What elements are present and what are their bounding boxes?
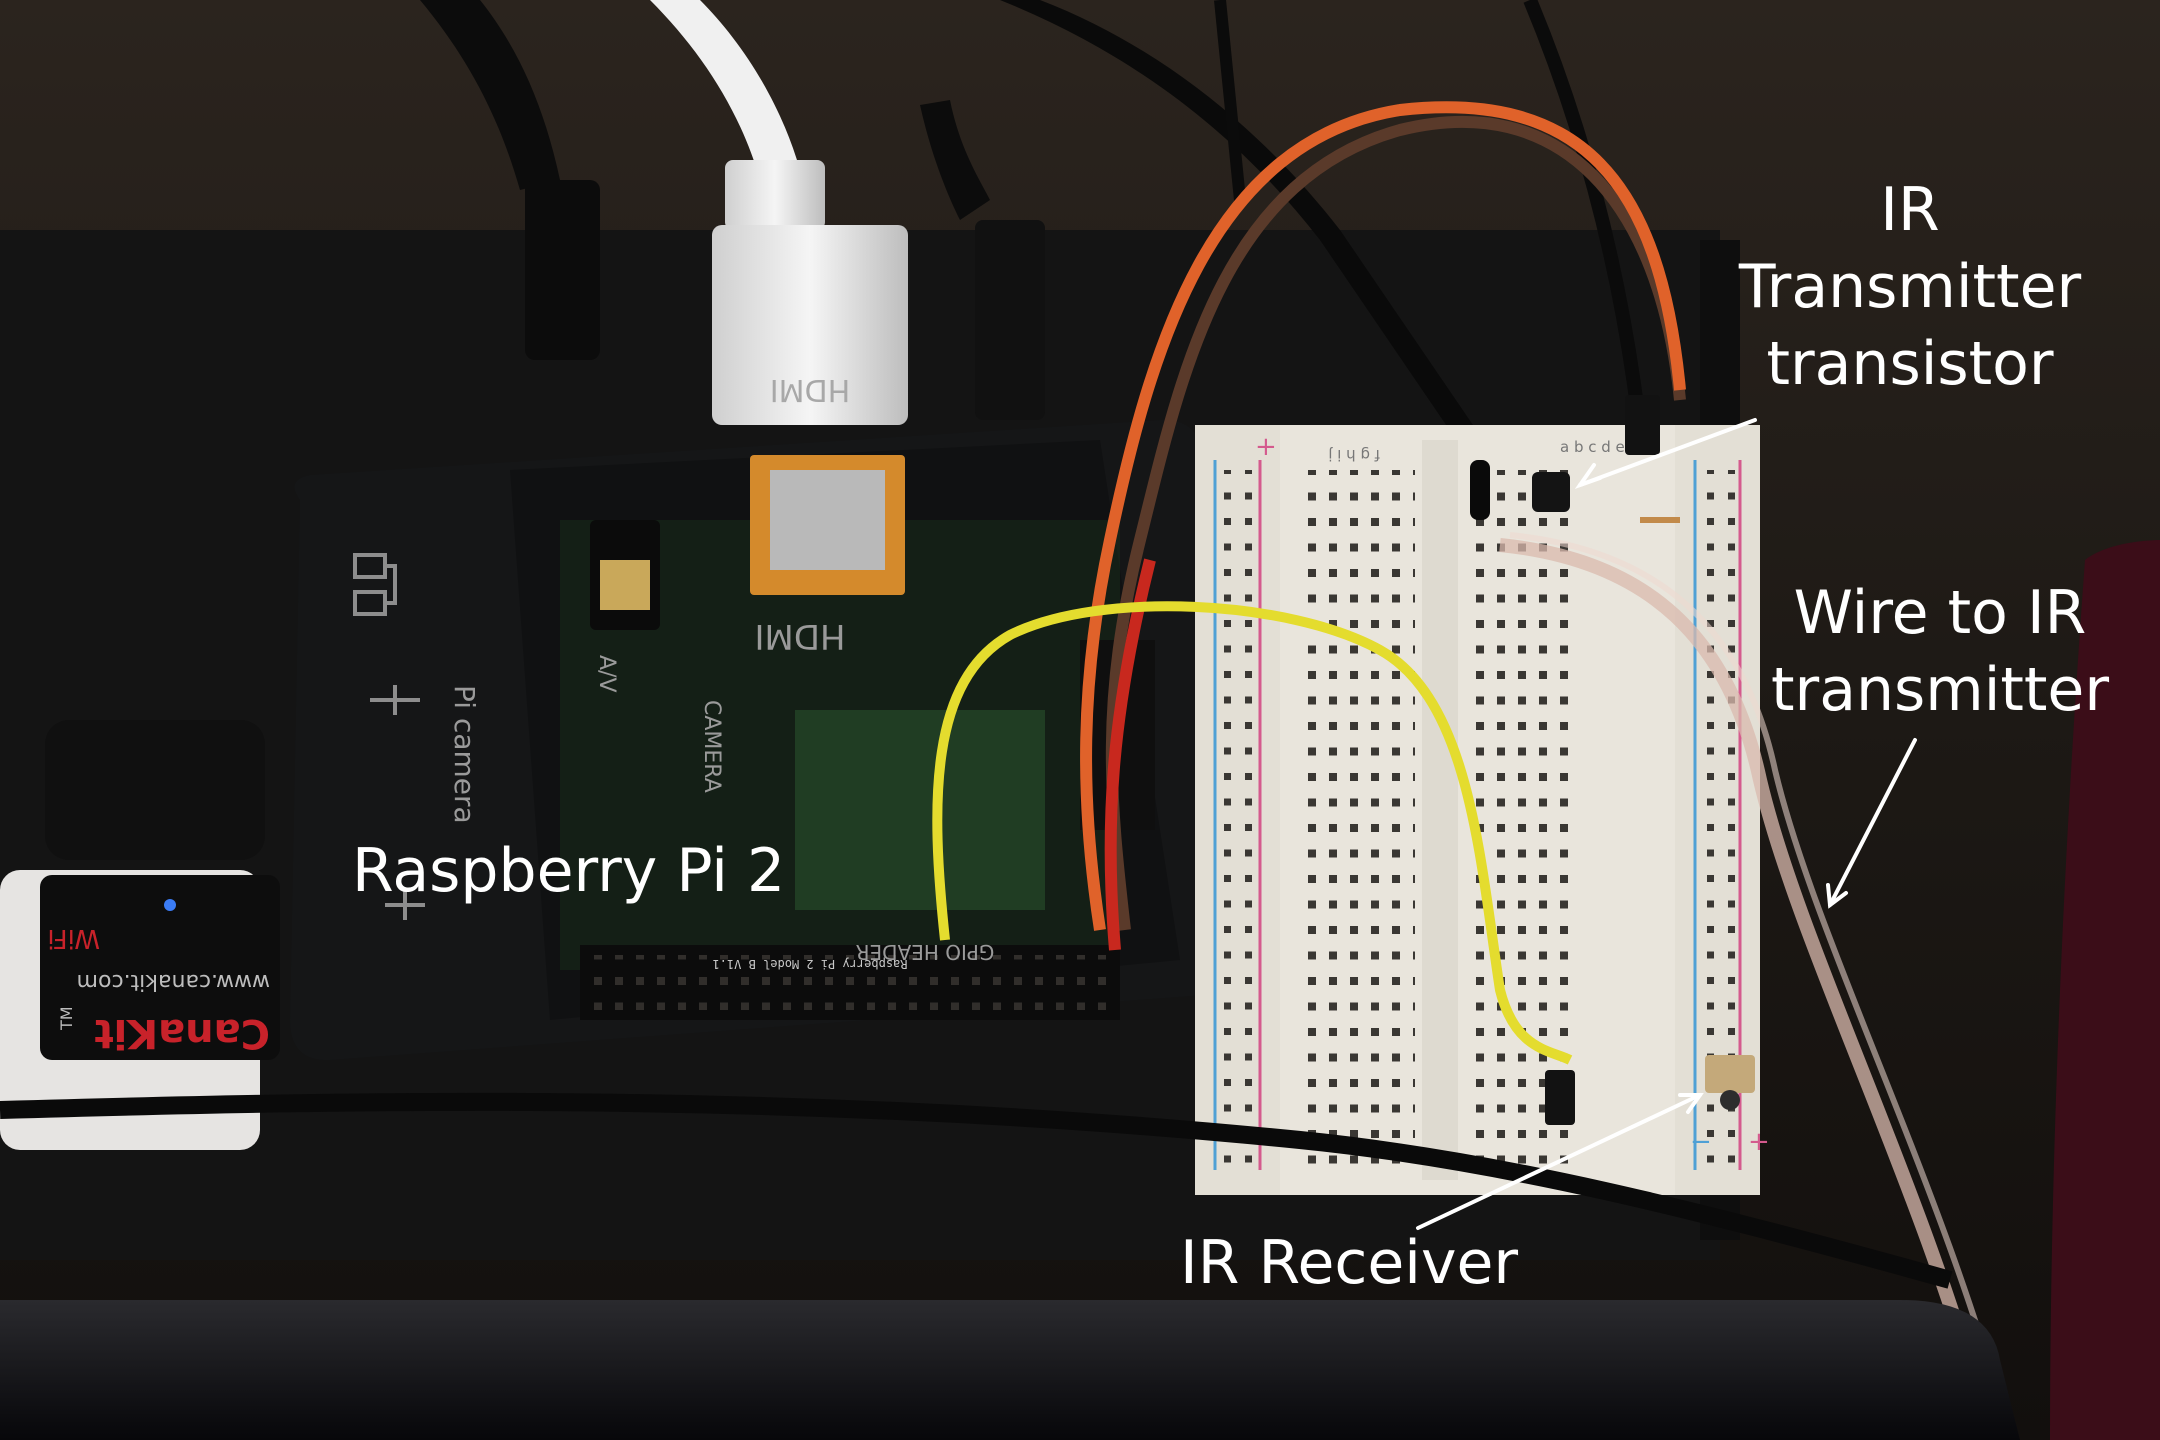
av-jack-pin [600, 560, 650, 610]
ir-receiver [1705, 1055, 1755, 1093]
ir-wire-label: Wire to IR transmitter [1750, 575, 2130, 729]
dongle-brand-text: CanaKit [94, 1010, 270, 1056]
dongle-tm-text: TM [57, 1006, 76, 1031]
camera-area [795, 710, 1045, 910]
white-hdmi-cable [650, 0, 800, 180]
gpio-pins [590, 955, 1110, 1010]
receiver-arrowhead [1678, 1093, 1704, 1114]
camera-board-label: CAMERA [699, 700, 724, 793]
dongle-url-text: www.canakit.com [77, 969, 270, 994]
black-power-cable [420, 0, 560, 190]
ethernet-icon [353, 553, 397, 616]
annotation-arrows [1416, 418, 1917, 1230]
receiver-arrow [1416, 1093, 1702, 1230]
micro-usb-plug [975, 220, 1045, 420]
yellow-jumper-plug [1545, 1070, 1575, 1125]
case-pi-camera-label: Pi camera [448, 685, 481, 824]
ir-wire-label-line2: transmitter [1771, 655, 2109, 725]
hdmi-plug [712, 225, 908, 425]
ir-transmitter-label-line1: IR [1880, 175, 1940, 245]
usb-plug-black [45, 720, 265, 860]
ir-transmitter-wire-highlight [1509, 532, 2013, 1440]
ir-transmitter-label: IR Transmitter transistor [1700, 172, 2120, 403]
black-cable-right [1523, 0, 1647, 431]
breadboard-plus-top: + [1255, 432, 1277, 462]
breadboard [1195, 425, 1760, 1195]
raspberry-pi-label: Raspberry Pi 2 [352, 836, 786, 906]
ir-receiver-dome [1720, 1090, 1740, 1110]
ir-transmitter-label-line2: Transmitter [1738, 252, 2082, 322]
usb-icon-top [370, 685, 420, 715]
breadboard-cols-left: f g h i j [1328, 446, 1380, 464]
case-av-label: A/V [594, 655, 619, 693]
wifi-dongle [40, 875, 280, 1060]
wire-header-plug [1625, 395, 1660, 455]
hdmi-plug-label: HDMI [770, 372, 850, 407]
board-silk-label: Raspberry Pi 2 Model B V1.1 [712, 957, 907, 971]
breadboard-plus-bottom: + [1748, 1127, 1770, 1157]
ir-blaster-lead-black [1000, 0, 1490, 460]
micro-usb-cable [920, 100, 990, 220]
front-cable [0, 1092, 1953, 1289]
hdmi-port-shell [770, 470, 885, 570]
ir-transmitter-wire [1499, 538, 1997, 1440]
red-chair [2050, 540, 2160, 1440]
tx-arrowhead [1574, 463, 1602, 489]
breadboard-cols-right: a b c d e [1560, 438, 1625, 456]
ir-transistor [1532, 472, 1570, 512]
tx-arrow [1578, 418, 1757, 487]
laptop-edge [0, 1300, 2020, 1440]
black-jumper-end [1470, 460, 1490, 520]
case-hdmi-label: HDMI [754, 616, 845, 656]
ir-transmitter-label-line3: transistor [1766, 329, 2054, 399]
wire-arrow [1828, 738, 1917, 907]
usb-icon-bottom [385, 890, 425, 920]
orange-jumper-wire [1080, 101, 1686, 931]
breadboard-minus-bottom: − [1690, 1127, 1712, 1157]
black-cable-top [1214, 0, 1246, 201]
red-jumper-wire [1104, 558, 1156, 951]
hdmi-plug-collar [725, 160, 825, 230]
ir-wire-label-line1: Wire to IR [1793, 578, 2087, 648]
wifi-led [164, 899, 176, 911]
ir-receiver-label: IR Receiver [1180, 1228, 1519, 1298]
yellow-jumper-wire [932, 601, 1573, 1065]
black-cable-plug [525, 180, 600, 360]
wire-arrowhead [1826, 883, 1848, 909]
gpio-header-label: GPIO HEADER [855, 940, 994, 964]
dongle-wifi-text: WiFi [47, 923, 100, 953]
